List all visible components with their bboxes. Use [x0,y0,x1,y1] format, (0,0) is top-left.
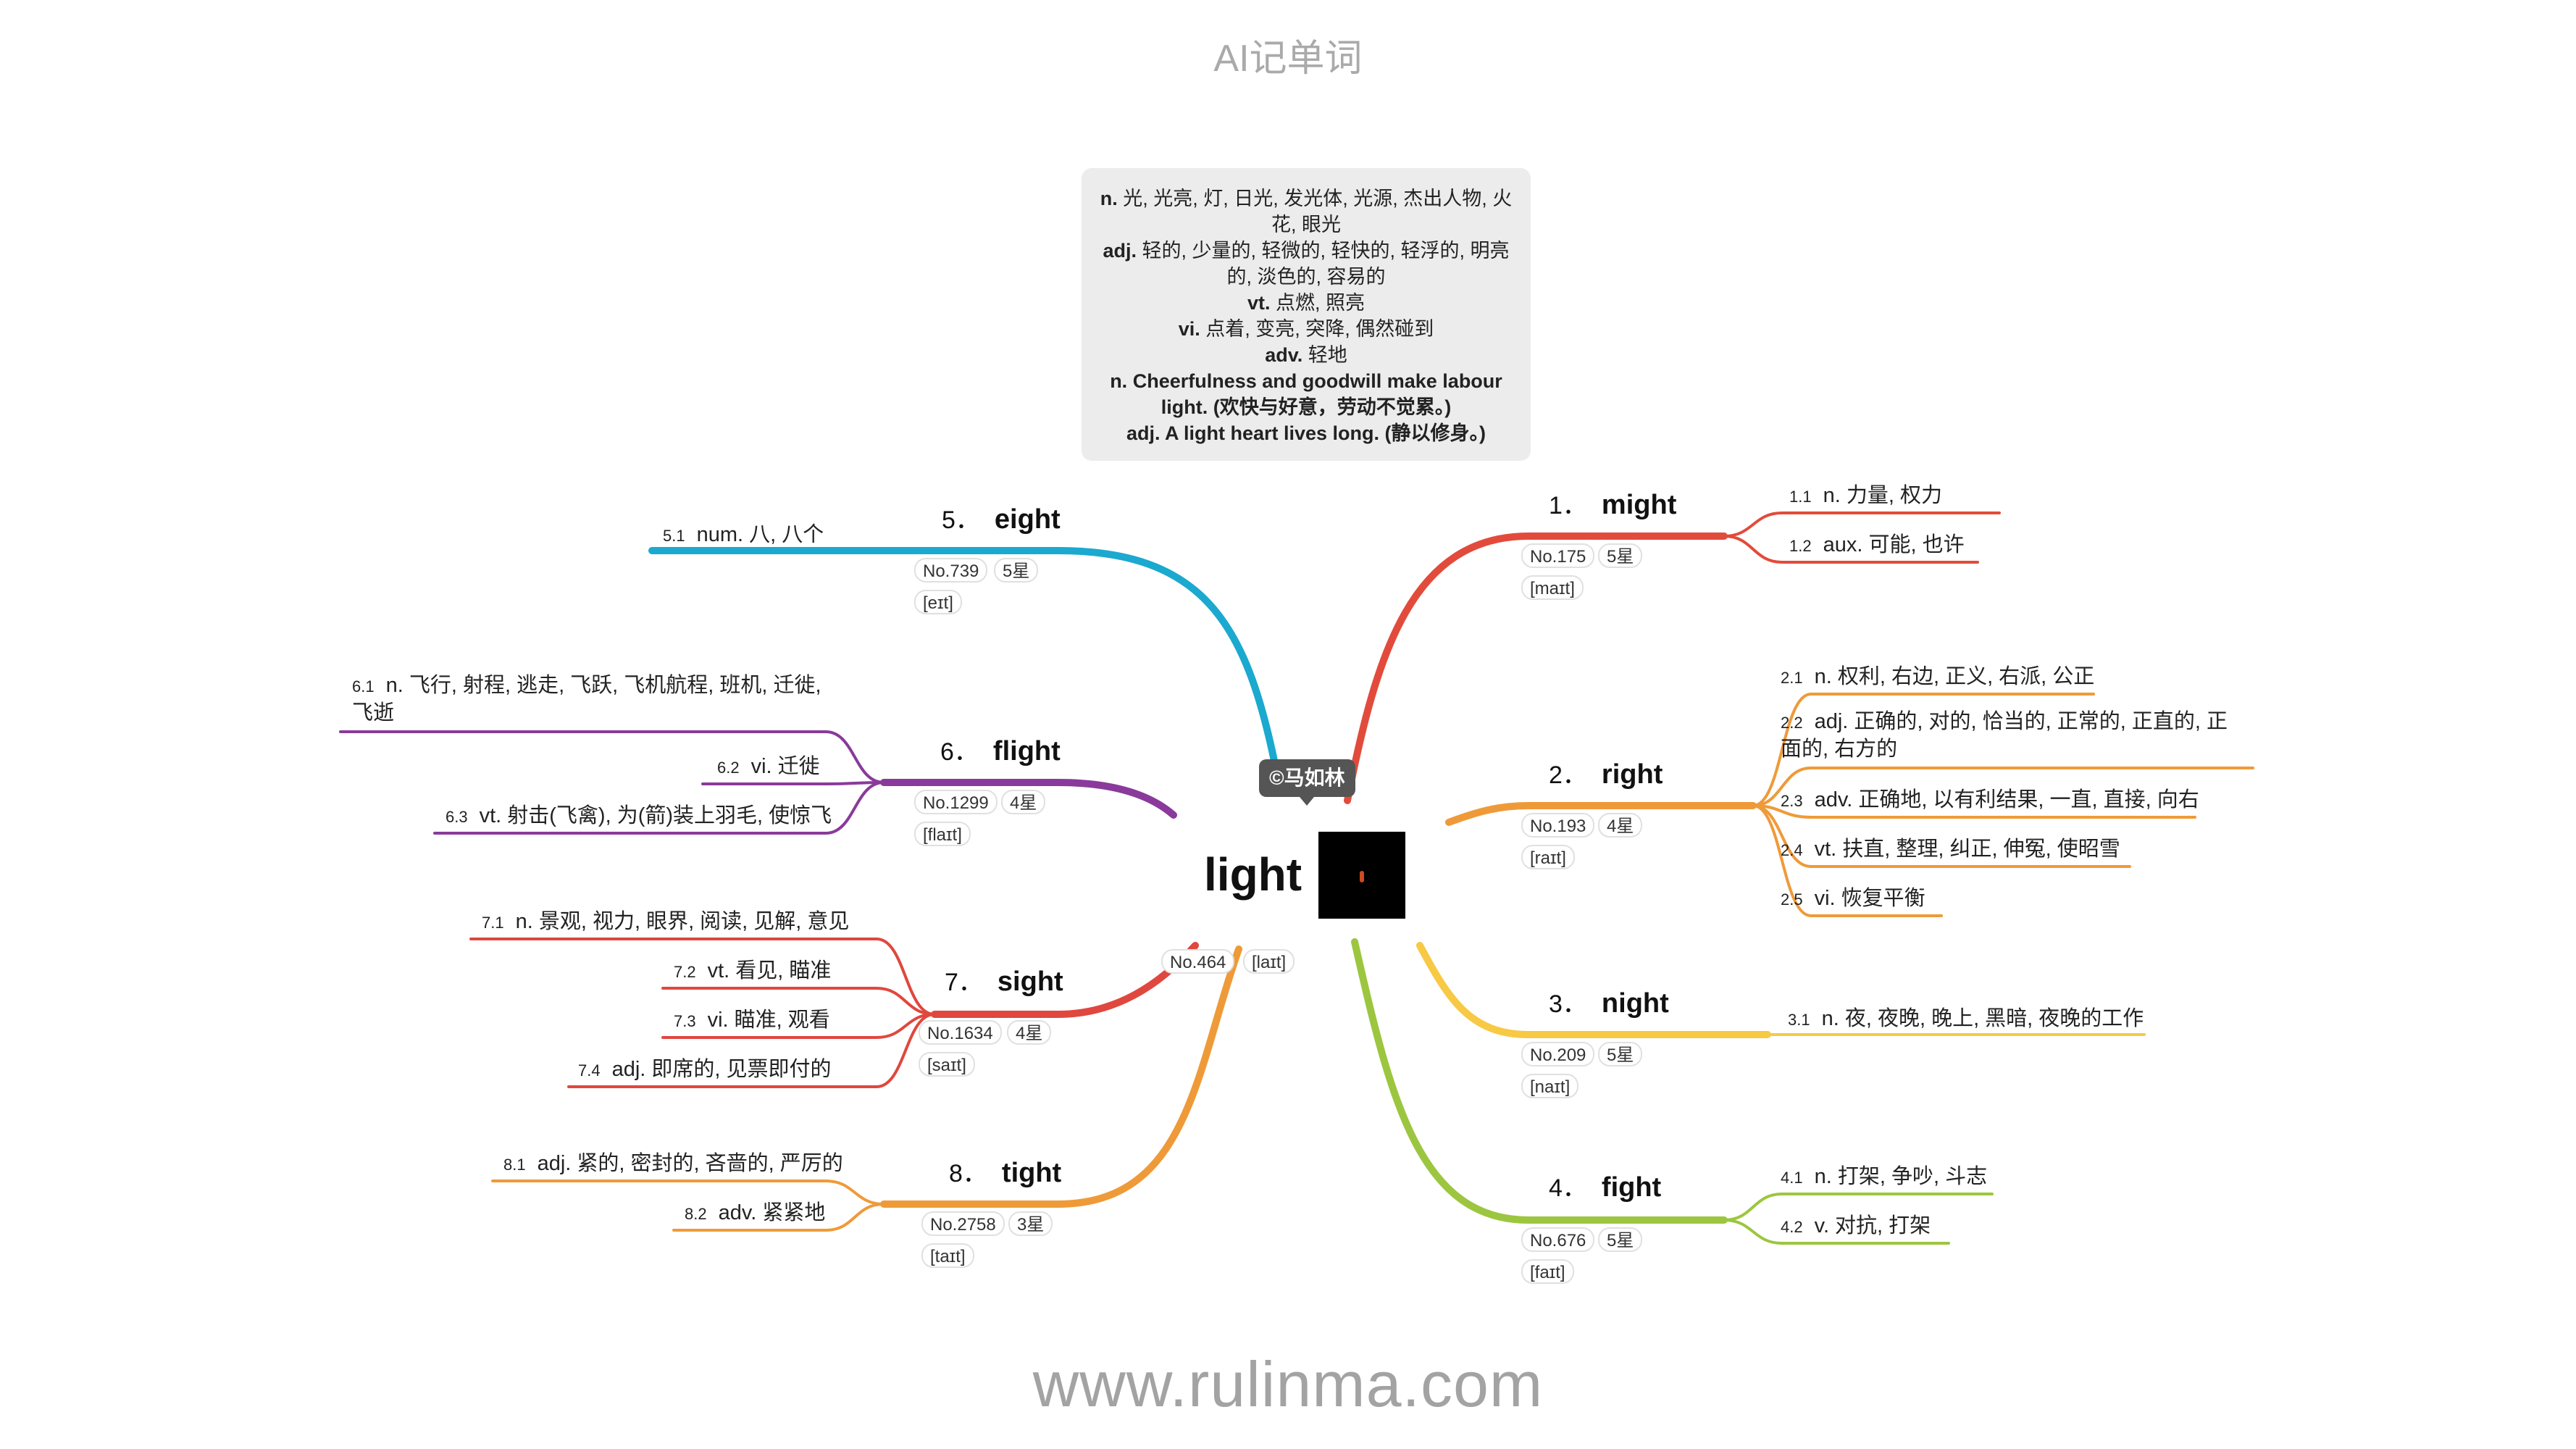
sense-connector [1752,767,2254,807]
sense-connector [491,1179,885,1206]
branch-stars-badge: 5星 [1598,1042,1643,1066]
branch-number-badge: No.1299 [914,790,998,814]
branch-connector [648,547,1279,768]
sense-connector [661,987,936,1016]
branch-stars-badge: 5星 [1598,543,1643,568]
sense-connector [1752,804,1943,917]
branch-connector [880,945,1242,1208]
center-phonetic-badge: [laɪt] [1243,949,1295,974]
app-title: AI记单词 [1213,38,1363,80]
sense-connector [661,1013,936,1039]
branch-number-badge: No.193 [1521,813,1595,838]
branch-phonetic-badge: [raɪt] [1521,845,1575,869]
sense-connector [1723,511,2001,538]
branch-phonetic-badge: [flaɪt] [914,822,971,846]
branch-number-badge: No.209 [1521,1042,1595,1066]
branch-word-fight: 4．fight [1549,1172,1662,1203]
definition-line: vt. 点燃, 照亮 [1247,292,1366,314]
branch-phonetic-badge: [eɪt] [914,590,962,614]
branch-connector [1445,802,1757,826]
sense-connector [672,1203,885,1232]
branch-number-badge: No.2758 [921,1211,1005,1236]
example-line: adj. A light heart lives long. (静以修身。) [1126,422,1486,444]
sense-connector [433,781,885,835]
branch-number-badge: No.739 [914,558,988,582]
branch-stars-badge: 4星 [1007,1020,1052,1045]
sense-connector [1752,693,2095,807]
branch-number-badge: No.175 [1521,543,1595,568]
branch-connector [1351,938,1728,1224]
branch-phonetic-badge: [faɪt] [1521,1259,1574,1284]
sense-connector [567,1013,936,1088]
sense-connector [1723,535,1979,564]
branch-stars-badge: 4星 [1598,813,1643,838]
center-word: light [1204,848,1302,901]
branch-word-eight: 5．eight [942,504,1061,535]
sense-connector [469,938,936,1016]
author-tag: ©马如林 [1259,759,1355,806]
branch-word-sight: 7．sight [945,966,1063,997]
sense-connector [701,781,885,785]
branch-word-might: 1．might [1549,490,1677,520]
branch-connector [1344,533,1728,804]
sense-connector [339,730,885,784]
branch-phonetic-badge: [saɪt] [919,1052,975,1077]
example-line: n. Cheerfulness and goodwill make labour… [1110,370,1502,418]
branch-number-badge: No.1634 [919,1020,1002,1045]
branch-stars-badge: 3星 [1008,1211,1053,1236]
branch-phonetic-badge: [taɪt] [921,1243,974,1268]
branch-phonetic-badge: [maɪt] [1521,575,1584,600]
branch-connector [880,779,1177,819]
footer-url: www.rulinma.com [1032,1348,1544,1420]
branch-word-flight: 6．flight [940,736,1061,767]
center-number-badge: No.464 [1161,949,1235,974]
center-word-image [1318,832,1405,919]
branch-word-night: 3．night [1549,988,1669,1019]
branch-number-badge: No.676 [1521,1227,1595,1252]
branch-stars-badge: 4星 [1001,790,1046,814]
definition-line: vi. 点着, 变亮, 突降, 偶然碰到 [1178,318,1434,340]
sense-connector [1723,1219,1950,1245]
definition-line: adj. 轻的, 少量的, 轻微的, 轻快的, 轻浮的, 明亮的, 淡色的, 容… [1103,240,1510,288]
sense-connector [1723,1193,1994,1222]
definition-line: n. 光, 光亮, 灯, 日光, 发光体, 光源, 杰出人物, 火花, 眼光 [1100,188,1513,235]
branch-stars-badge: 5星 [1598,1227,1643,1252]
branch-word-right: 2．right [1549,759,1663,790]
branch-word-tight: 8．tight [949,1158,1062,1188]
flame-icon [1360,871,1364,882]
branch-connector [1416,942,1771,1038]
sense-connector [1752,804,2196,819]
definition-line: adv. 轻地 [1265,344,1347,366]
branch-stars-badge: 5星 [994,558,1039,582]
definition-box: n. 光, 光亮, 灯, 日光, 发光体, 光源, 杰出人物, 火花, 眼光 a… [1082,168,1531,461]
branch-phonetic-badge: [naɪt] [1521,1074,1579,1098]
